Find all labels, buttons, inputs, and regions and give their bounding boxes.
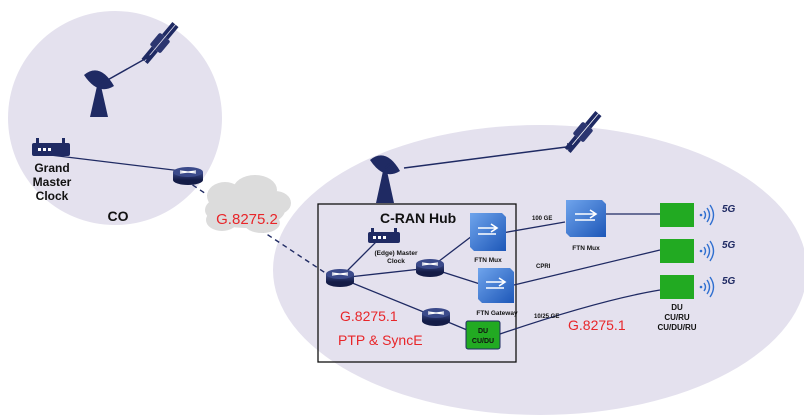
satellite-link [403, 145, 575, 169]
hub-du-label: CU/DU [472, 338, 494, 345]
hub-sync-label: PTP & SyncE [338, 332, 423, 348]
ftn-mux-icon [470, 213, 506, 251]
grand-master-label: Clock [36, 189, 69, 203]
remote-du-box [660, 275, 694, 299]
cran-hub-title: C-RAN Hub [380, 210, 456, 226]
ftn-gateway-icon [478, 268, 514, 303]
5g-label: 5G [722, 276, 736, 287]
satellite-icon [564, 111, 602, 153]
satellite-icon [141, 22, 179, 64]
remote-du-box [660, 239, 694, 263]
router-icon [422, 308, 450, 326]
remote-ftn-mux-icon [566, 200, 606, 237]
satellite-dish-icon [370, 155, 400, 203]
co-region [8, 11, 222, 225]
du-label: CU/RU [664, 313, 690, 322]
du-label: DU [671, 303, 683, 312]
satellite-dish-icon [84, 70, 114, 117]
hub-du-label: DU [478, 328, 488, 335]
grand-master-clock-icon [32, 138, 70, 156]
remote-ftn-mux-label: FTN Mux [572, 245, 600, 252]
edge-clock-label: (Edge) Master [375, 250, 418, 257]
signal-icon [699, 240, 715, 262]
ftn-mux-label: FTN Mux [474, 257, 502, 264]
co-link [49, 154, 191, 173]
satellite-link [103, 54, 153, 83]
5g-label: 5G [722, 204, 736, 215]
remote-du-box [660, 203, 694, 227]
router-icon [326, 269, 354, 287]
grand-master-label: Master [33, 175, 72, 189]
cran-region [273, 125, 804, 415]
router-icon [173, 167, 203, 185]
router-icon [416, 259, 444, 277]
remote-profile-label: G.8275.1 [568, 317, 626, 333]
link-label-100ge: 100 GE [532, 216, 552, 222]
grand-master-label: Grand [34, 161, 69, 175]
cran-hub-box [317, 203, 517, 363]
link-label-10-25ge: 10/25 GE [534, 314, 559, 320]
signal-icon [699, 276, 715, 298]
edge-clock-label: Clock [387, 258, 405, 265]
5g-label: 5G [722, 240, 736, 251]
ftn-gateway-label: FTN Gateway [476, 310, 518, 317]
signal-icon [699, 204, 715, 226]
cloud-icon [205, 175, 291, 233]
cloud-label: G.8275.2 [216, 211, 278, 228]
du-label: CU/DU/RU [657, 323, 696, 332]
hub-profile-label: G.8275.1 [340, 308, 398, 324]
hub-du-box [465, 320, 501, 350]
co-label: CO [108, 208, 129, 224]
edge-master-clock-icon [368, 228, 400, 243]
link-label-cpri: CPRI [536, 264, 551, 270]
